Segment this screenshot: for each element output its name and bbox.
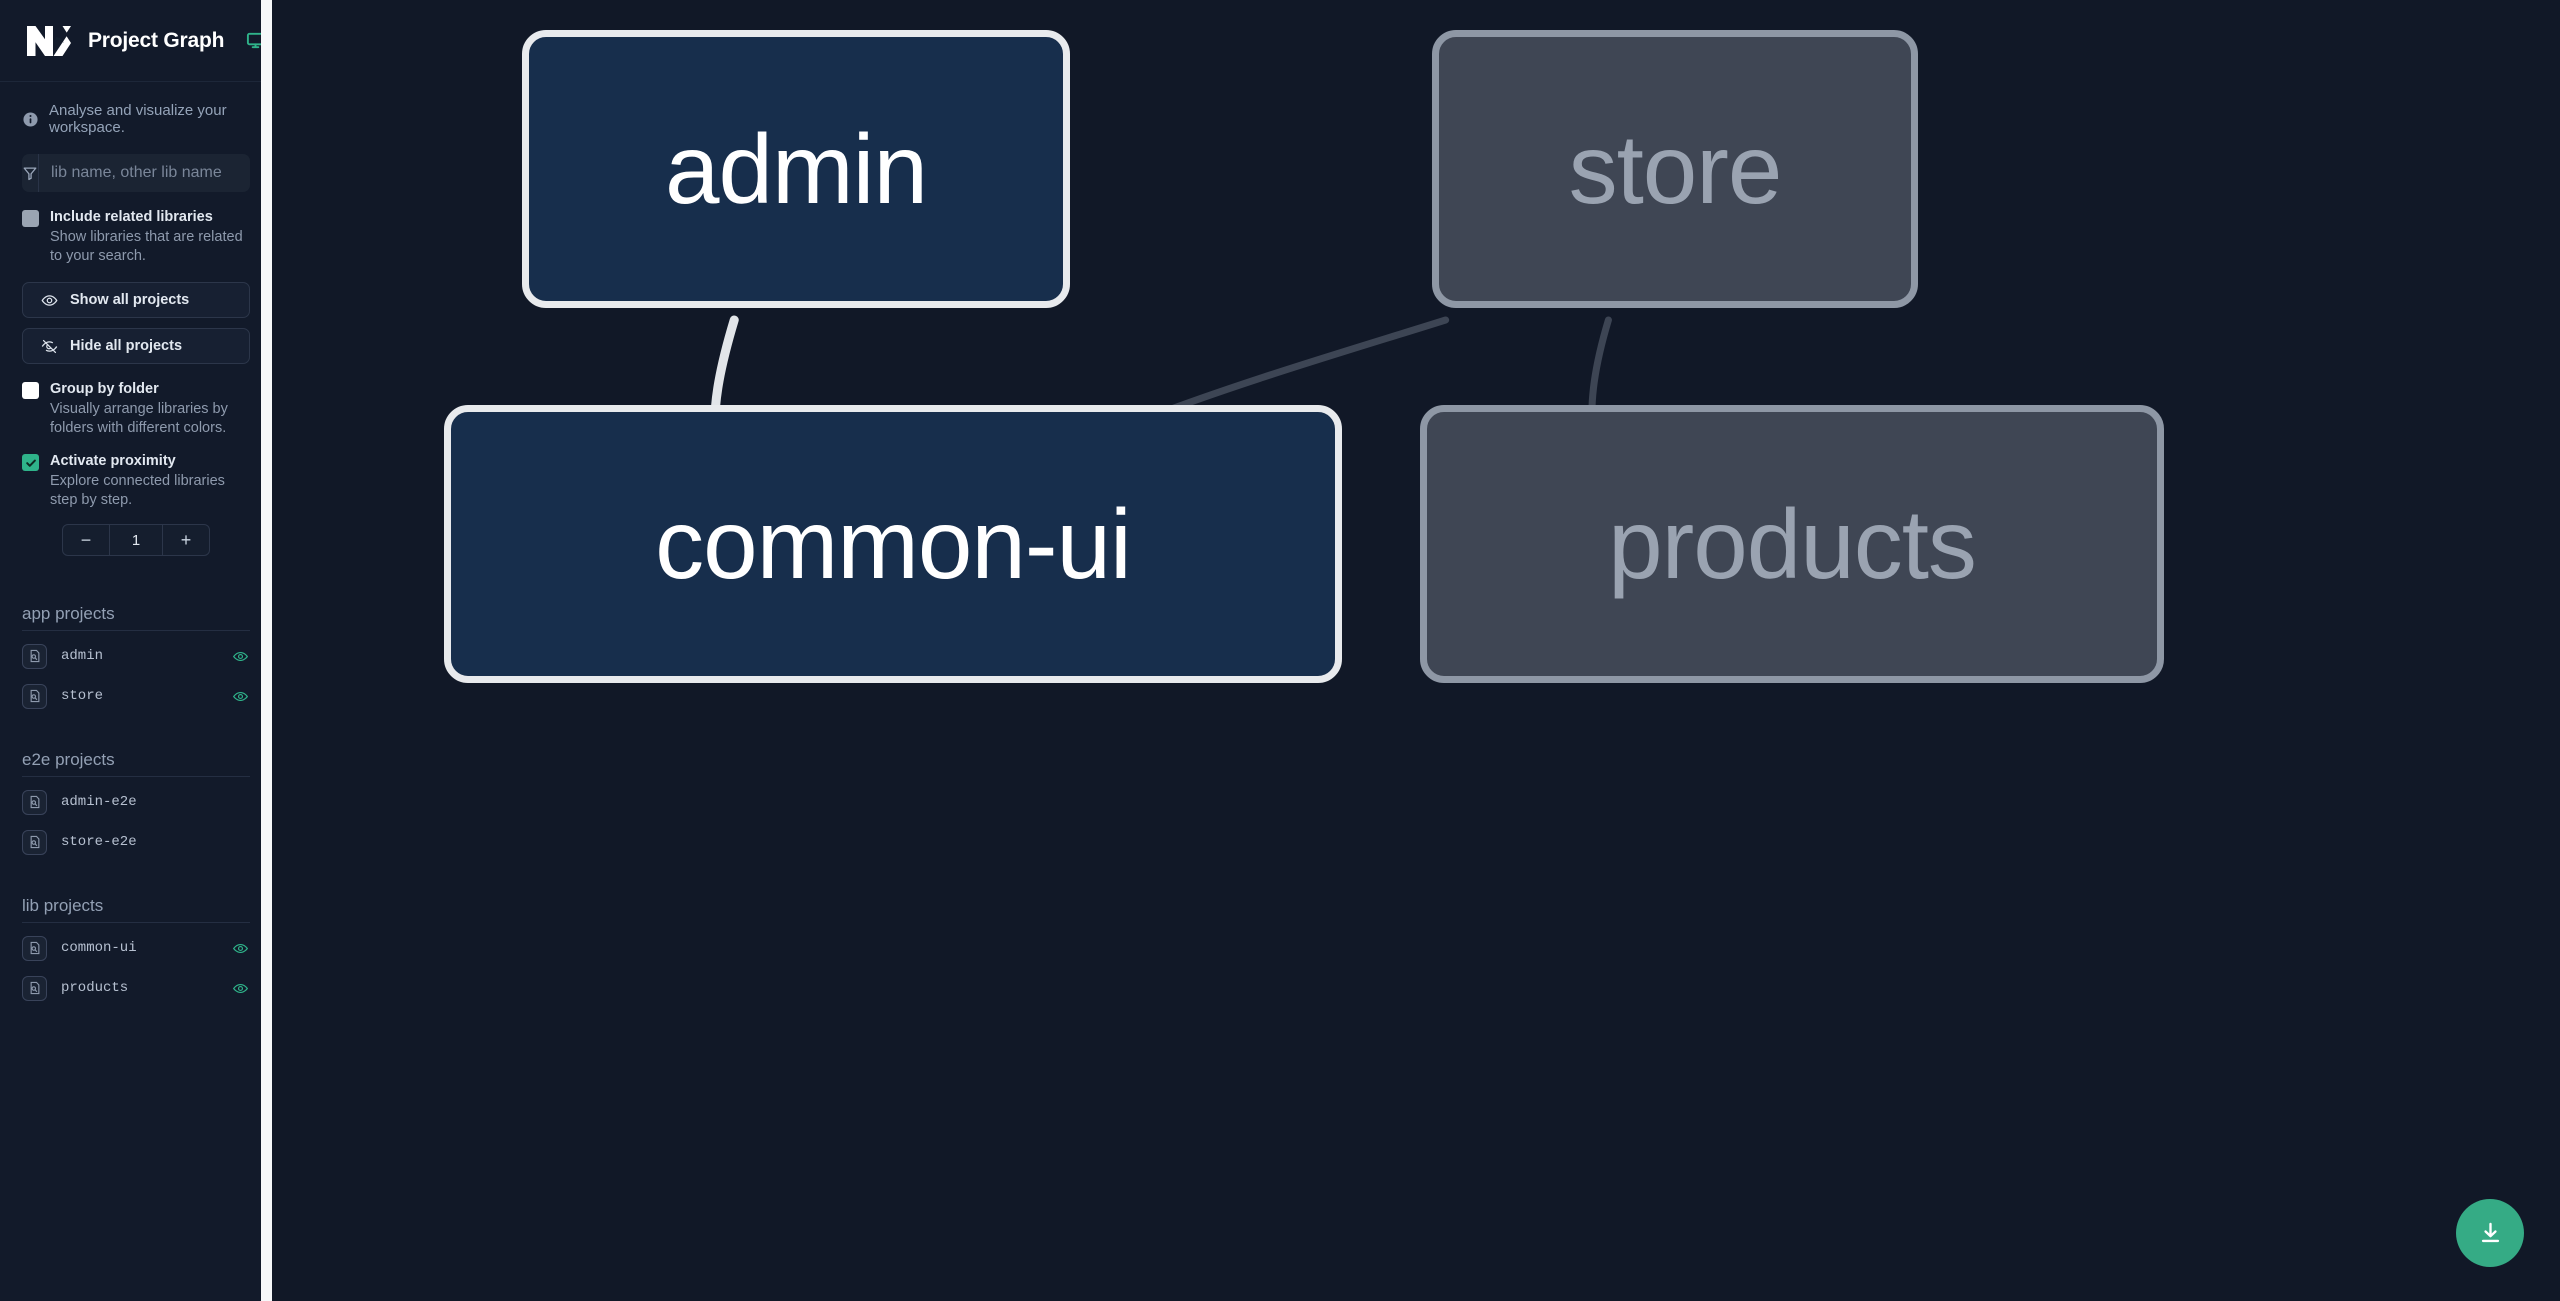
checkbox-activate-proximity[interactable] [22, 454, 39, 471]
graph-node-store[interactable]: store [1432, 30, 1918, 308]
graph-canvas[interactable]: admin store common-ui products [272, 0, 2560, 1301]
page-title: Project Graph [88, 28, 225, 52]
download-graph-button[interactable] [2456, 1199, 2524, 1267]
graph-node-label: admin [665, 113, 928, 224]
option-label: Activate proximity [50, 453, 176, 469]
eye-visible-icon[interactable] [230, 648, 250, 665]
project-row-store-e2e[interactable]: store-e2e [22, 822, 250, 862]
hide-all-projects-label: Hide all projects [70, 338, 183, 354]
graph-node-admin[interactable]: admin [522, 30, 1070, 308]
proximity-stepper-wrap: − 1 + [0, 510, 272, 556]
proximity-stepper: − 1 + [62, 524, 210, 556]
project-icon [22, 829, 47, 855]
option-label: Group by folder [50, 381, 159, 397]
option-group-by-folder[interactable]: Group by folder Visually arrange librari… [0, 364, 272, 438]
check-icon [25, 459, 36, 467]
hide-all-projects-button[interactable]: Hide all projects [22, 328, 250, 364]
section-title: lib projects [22, 896, 250, 923]
section-title: app projects [22, 604, 250, 631]
checkbox-include-related[interactable] [22, 210, 39, 227]
project-name: store [61, 688, 104, 704]
project-name: admin [61, 648, 104, 664]
graph-node-label: products [1608, 488, 1977, 599]
option-description: Show libraries that are related to your … [50, 229, 243, 264]
project-name: common-ui [61, 940, 137, 956]
option-label: Include related libraries [50, 209, 213, 225]
project-icon [22, 683, 47, 709]
sidebar-resize-handle[interactable] [261, 0, 272, 1301]
option-description: Visually arrange libraries by folders wi… [50, 401, 228, 436]
sidebar-header: Project Graph [0, 0, 272, 82]
eye-visible-icon[interactable] [230, 980, 250, 997]
search-wrap [0, 150, 272, 192]
option-activate-proximity[interactable]: Activate proximity Explore connected lib… [0, 438, 272, 510]
eye-icon [41, 294, 58, 306]
search-box[interactable] [22, 154, 250, 192]
download-icon [2481, 1222, 2499, 1242]
search-input[interactable] [39, 154, 250, 192]
project-row-store[interactable]: store [22, 676, 250, 716]
nx-logo [27, 25, 71, 56]
eye-visible-icon[interactable] [230, 940, 250, 957]
proximity-value: 1 [109, 525, 163, 555]
graph-node-products[interactable]: products [1420, 405, 2164, 683]
option-include-related-libraries[interactable]: Include related libraries Show libraries… [0, 192, 272, 266]
proximity-decrement-button[interactable]: − [63, 525, 109, 555]
project-section-lib: lib projects common-ui [0, 896, 272, 1008]
eye-off-icon [41, 339, 58, 353]
section-title: e2e projects [22, 750, 250, 777]
project-name: store-e2e [61, 834, 137, 850]
tagline-text: Analyse and visualize your workspace. [49, 102, 227, 136]
tagline-row: Analyse and visualize your workspace. [0, 82, 272, 150]
info-icon [23, 111, 38, 127]
proximity-increment-button[interactable]: + [163, 525, 209, 555]
show-all-projects-label: Show all projects [70, 292, 190, 308]
graph-node-label: store [1568, 113, 1783, 224]
project-icon [22, 975, 47, 1001]
eye-visible-icon[interactable] [230, 688, 250, 705]
project-row-admin[interactable]: admin [22, 636, 250, 676]
project-row-products[interactable]: products [22, 968, 250, 1008]
project-row-admin-e2e[interactable]: admin-e2e [22, 782, 250, 822]
graph-node-label: common-ui [655, 488, 1132, 599]
project-section-app: app projects admin [0, 604, 272, 716]
project-name: admin-e2e [61, 794, 137, 810]
show-all-projects-button[interactable]: Show all projects [22, 282, 250, 318]
sidebar: Project Graph Analyse and visualize your… [0, 0, 272, 1301]
graph-node-common-ui[interactable]: common-ui [444, 405, 1342, 683]
project-row-common-ui[interactable]: common-ui [22, 928, 250, 968]
project-icon [22, 789, 47, 815]
project-icon [22, 935, 47, 961]
project-icon [22, 643, 47, 669]
option-description: Explore connected libraries step by step… [50, 473, 225, 508]
visibility-buttons: Show all projects Hide all projects [0, 266, 272, 364]
project-section-e2e: e2e projects admin-e2e store-e2e [0, 750, 272, 862]
checkbox-group-by-folder[interactable] [22, 382, 39, 399]
project-name: products [61, 980, 129, 996]
filter-funnel-icon [22, 154, 39, 192]
